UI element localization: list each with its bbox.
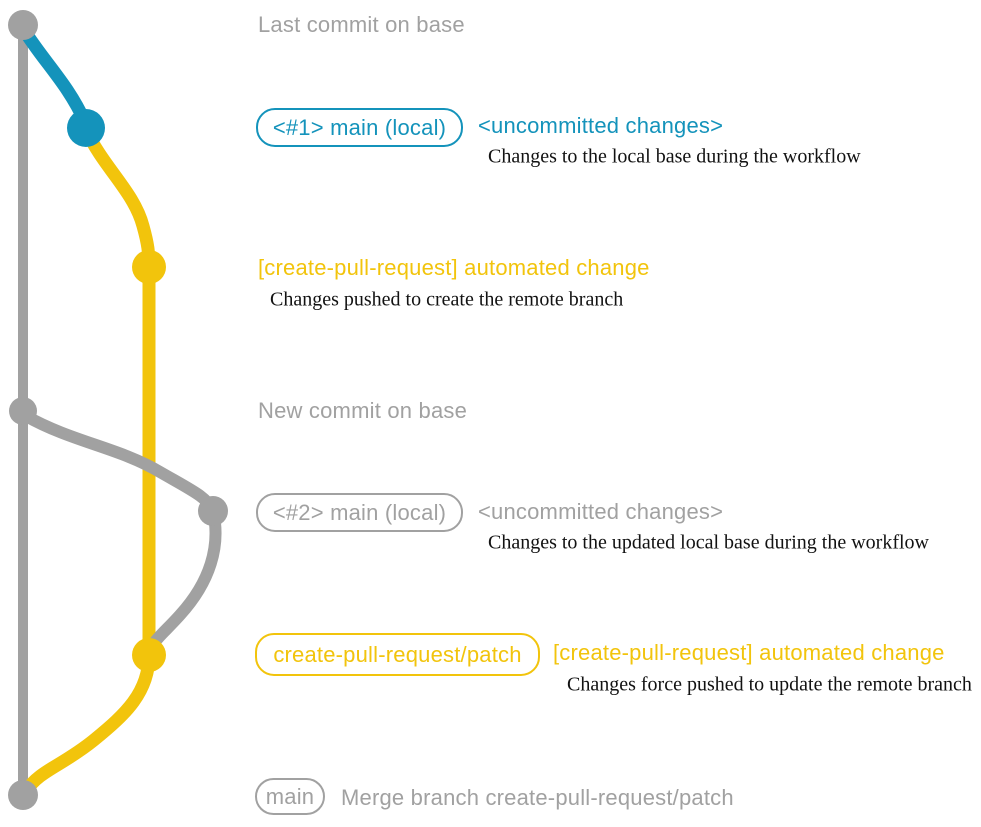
uncommitted-changes-label-1: <uncommitted changes> <box>478 113 724 138</box>
merge-message-label: Merge branch create-pull-request/patch <box>341 785 734 810</box>
local-main-branch-line <box>17 23 92 129</box>
new-commit-label: New commit on base <box>258 398 468 423</box>
updated-local-main-branch-line <box>20 410 222 659</box>
uncommitted-changes-label-2: <uncommitted changes> <box>478 499 724 524</box>
commit-dot-automated-change-2 <box>132 638 166 672</box>
note-updated-local-base: Changes to the updated local base during… <box>488 531 929 554</box>
commit-dot-merge <box>8 780 38 810</box>
commit-dot-automated-change-1 <box>132 250 166 284</box>
note-force-pushed: Changes force pushed to update the remot… <box>567 673 972 696</box>
note-pushed-create: Changes pushed to create the remote bran… <box>270 288 624 311</box>
branch-badge-main-local-1: <#1> main (local) <box>256 108 463 147</box>
branch-badge-main-text: main <box>265 783 315 809</box>
branch-badge-patch-text: create-pull-request/patch <box>273 641 522 667</box>
commit-dot-new-base <box>9 397 37 425</box>
branch-badge-main-local-1-text: <#1> main (local) <box>272 114 447 140</box>
automated-change-label-1: [create-pull-request] automated change <box>258 255 650 280</box>
commit-dot-main-local-2 <box>198 496 228 526</box>
commit-dot-main-local-1 <box>67 109 105 147</box>
last-commit-label: Last commit on base <box>258 12 465 37</box>
branch-badge-main-local-2-text: <#2> main (local) <box>272 499 447 525</box>
branch-badge-main-local-2: <#2> main (local) <box>256 493 463 532</box>
automated-change-label-2: [create-pull-request] automated change <box>553 640 945 665</box>
branch-badge-patch: create-pull-request/patch <box>255 633 540 676</box>
note-local-base: Changes to the local base during the wor… <box>488 145 861 168</box>
commit-dot-last-base <box>8 10 38 40</box>
branch-badge-main: main <box>255 778 325 815</box>
